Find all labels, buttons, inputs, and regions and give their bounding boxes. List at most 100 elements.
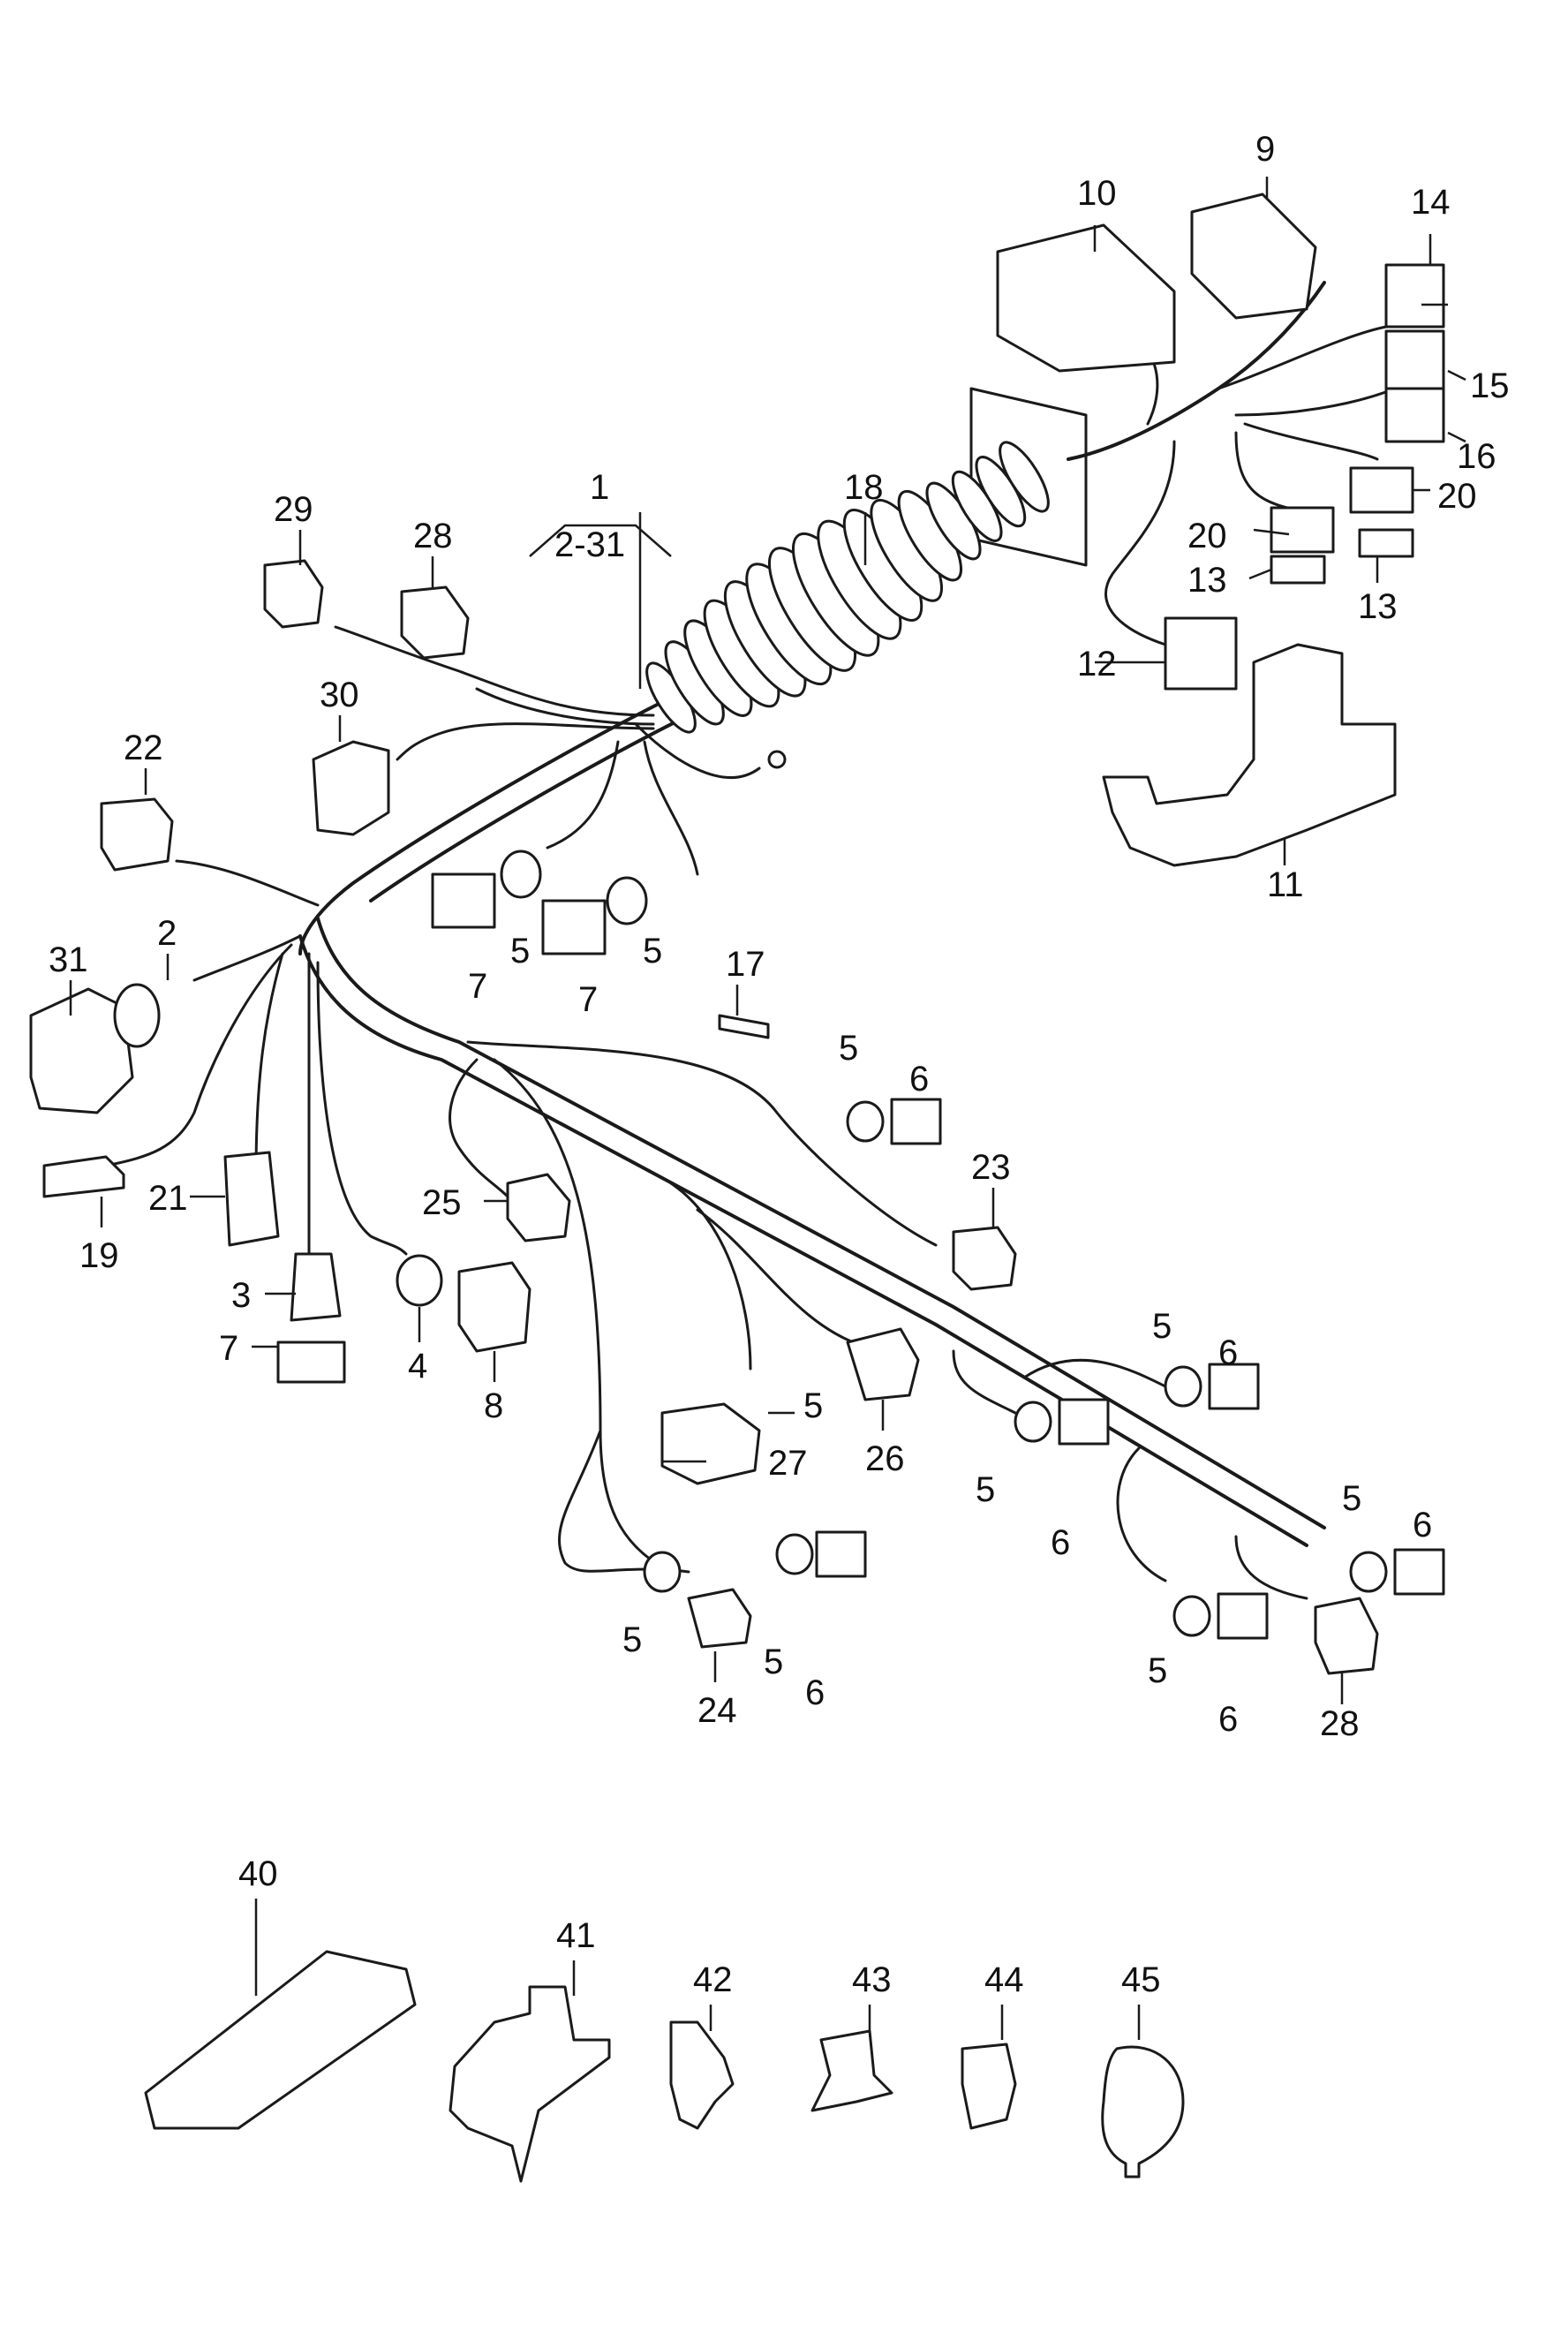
callout-22: 22	[124, 729, 163, 767]
callout-21: 21	[148, 1179, 188, 1218]
housing-7b	[541, 899, 607, 955]
callout-7b: 7	[578, 980, 598, 1019]
callout-6c: 6	[1051, 1523, 1070, 1562]
connector-29	[263, 559, 324, 629]
connector-31	[29, 987, 134, 1114]
callout-14: 14	[1411, 183, 1451, 222]
callout-28a: 28	[413, 517, 453, 555]
connector-27	[660, 1402, 761, 1485]
callout-20b: 20	[1187, 517, 1227, 555]
callout-41: 41	[556, 1916, 596, 1955]
callout-labels: 1 2-31 18 10 9 14 15 16 20 20 13 13 12 1…	[49, 130, 1510, 1999]
grommet-bellows	[645, 387, 1088, 734]
connector-26	[846, 1327, 920, 1401]
grommet-5a	[500, 850, 542, 899]
connector-9	[1190, 193, 1317, 320]
callout-45: 45	[1121, 1960, 1161, 1999]
callout-31: 31	[49, 940, 88, 979]
callout-3: 3	[231, 1276, 251, 1315]
callout-25: 25	[422, 1183, 462, 1222]
leader-lines	[69, 234, 1466, 2040]
part-40	[144, 1950, 417, 2130]
callout-20a: 20	[1437, 477, 1477, 516]
callout-12: 12	[1077, 645, 1117, 683]
connector-28b	[1314, 1597, 1379, 1675]
callout-9: 9	[1255, 130, 1275, 169]
callout-28b: 28	[1320, 1704, 1360, 1743]
connector-20b	[1270, 506, 1335, 554]
connector-20a	[1349, 466, 1414, 514]
housing-7c	[276, 1340, 346, 1384]
callout-5g: 5	[1342, 1479, 1361, 1518]
callout-10: 10	[1077, 174, 1117, 213]
connector-13b	[1358, 528, 1414, 558]
callout-5h: 5	[1148, 1651, 1167, 1690]
callout-13b: 13	[1358, 587, 1398, 626]
callout-6f: 6	[805, 1673, 825, 1712]
callout-23: 23	[971, 1148, 1011, 1187]
callout-43: 43	[852, 1960, 892, 1999]
callout-11: 11	[1267, 865, 1304, 904]
callout-29: 29	[274, 490, 313, 529]
callout-4: 4	[408, 1347, 427, 1386]
connector-24	[687, 1588, 752, 1649]
callout-27: 27	[768, 1444, 808, 1483]
callout-1-range: 2-31	[554, 525, 625, 564]
bellows-rib	[999, 441, 1050, 513]
callout-5a: 5	[510, 932, 530, 970]
connector-28a	[400, 585, 470, 660]
callout-1: 1	[590, 468, 609, 507]
callout-6d: 6	[1413, 1506, 1432, 1544]
connector-30	[312, 740, 390, 836]
connector-22	[100, 797, 174, 872]
callout-5d: 5	[803, 1386, 823, 1425]
connector-15	[1384, 329, 1445, 395]
callout-6e: 6	[1218, 1700, 1238, 1739]
clip-44	[961, 2043, 1017, 2130]
clip-43	[810, 2029, 893, 2112]
callout-40: 40	[238, 1854, 278, 1893]
callout-5f: 5	[976, 1470, 995, 1509]
clip-45	[1101, 2045, 1185, 2179]
housing-7a	[431, 872, 496, 929]
callout-30: 30	[320, 676, 359, 714]
connector-13a	[1270, 555, 1326, 585]
lamp-socket-21	[223, 1151, 280, 1247]
bracket-11	[1102, 643, 1397, 867]
callout-7c: 7	[219, 1329, 238, 1368]
connector-14	[1384, 263, 1445, 329]
callout-13a: 13	[1187, 561, 1227, 600]
callout-5c: 5	[839, 1029, 858, 1068]
connectors	[29, 177, 1445, 2183]
callout-5b: 5	[643, 932, 662, 970]
callout-2: 2	[157, 914, 177, 953]
callout-44: 44	[984, 1960, 1024, 1999]
callout-15: 15	[1470, 366, 1510, 405]
callout-42: 42	[693, 1960, 733, 1999]
callout-17: 17	[726, 945, 765, 984]
callout-6b: 6	[1218, 1333, 1238, 1372]
callout-8: 8	[484, 1386, 503, 1425]
connector-25	[506, 1173, 571, 1242]
injector-pairs	[643, 1098, 1445, 1640]
callout-7a: 7	[468, 967, 487, 1006]
grommet-4	[396, 1254, 443, 1307]
callout-5j: 5	[764, 1643, 783, 1681]
label-17	[718, 1014, 770, 1039]
connector-8	[457, 1261, 531, 1353]
callout-18: 18	[844, 468, 884, 507]
connector-19	[42, 1155, 125, 1198]
ecu-connector-10	[996, 223, 1176, 373]
callout-19: 19	[79, 1236, 119, 1275]
bracket-41	[449, 1985, 611, 2183]
connector-16	[1384, 387, 1445, 443]
callout-6a: 6	[909, 1060, 929, 1099]
clip-42	[669, 2020, 735, 2130]
callout-16: 16	[1457, 437, 1496, 476]
callout-26: 26	[865, 1439, 905, 1478]
grommet-2	[113, 983, 161, 1048]
connector-23	[952, 1226, 1017, 1291]
main-harness-trunk	[104, 625, 1326, 1600]
callout-24: 24	[697, 1691, 737, 1730]
